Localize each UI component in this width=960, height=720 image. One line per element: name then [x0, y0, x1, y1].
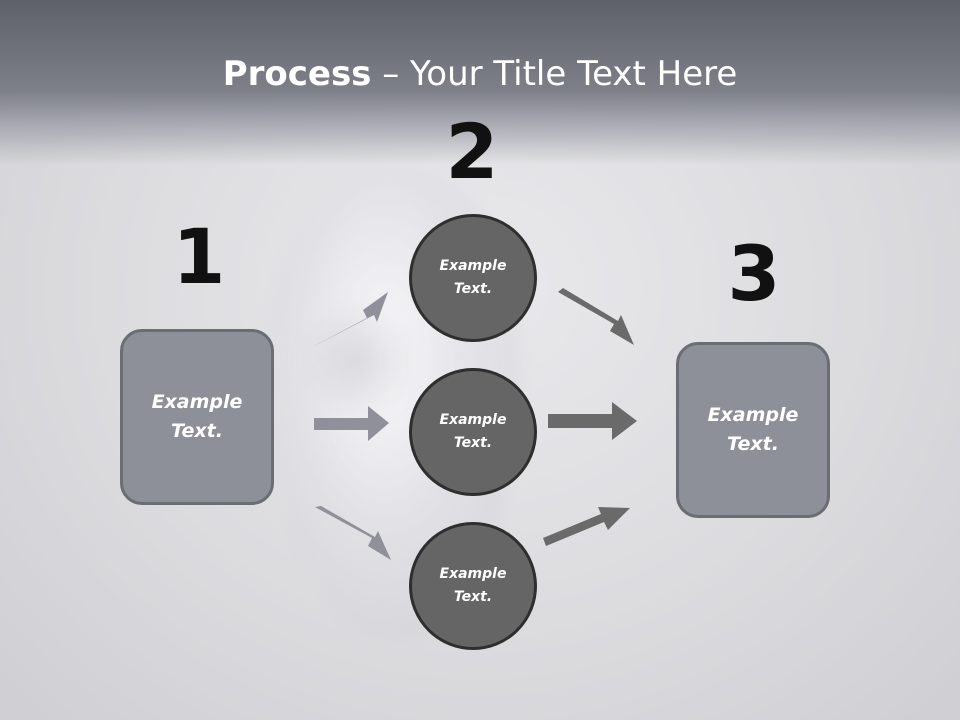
- step-3-number: 3: [727, 229, 781, 318]
- step-3-box: Example Text.: [676, 342, 830, 518]
- step-2-circle-bottom-text: Example Text.: [439, 566, 507, 605]
- step-1-number: 1: [172, 212, 226, 301]
- slide-title: Process – Your Title Text Here: [0, 52, 960, 96]
- step-1-box: Example Text.: [120, 329, 274, 505]
- step-2-number: 2: [445, 107, 499, 196]
- step-2-circle-top-text: Example Text.: [439, 258, 507, 297]
- arrow-2-bottom-to-3: [543, 507, 630, 546]
- step-2-circle-bottom: Example Text.: [409, 522, 537, 650]
- arrow-1-to-2-middle: [314, 406, 389, 441]
- step-1-text: Example Text.: [151, 391, 243, 442]
- step-3-text: Example Text.: [707, 404, 799, 455]
- step-2-circle-top: Example Text.: [409, 214, 537, 342]
- step-2-circle-middle-text: Example Text.: [439, 412, 507, 451]
- arrow-1-to-2-top: [312, 292, 388, 347]
- arrow-1-to-2-bottom: [315, 506, 391, 560]
- arrow-2-middle-to-3: [548, 402, 637, 440]
- title-bar: [0, 0, 960, 165]
- title-bold: Process: [222, 54, 372, 94]
- step-2-circle-middle: Example Text.: [409, 368, 537, 496]
- title-rest: – Your Title Text Here: [371, 54, 738, 94]
- arrow-2-top-to-3: [558, 288, 634, 345]
- face-shadow: [300, 300, 420, 420]
